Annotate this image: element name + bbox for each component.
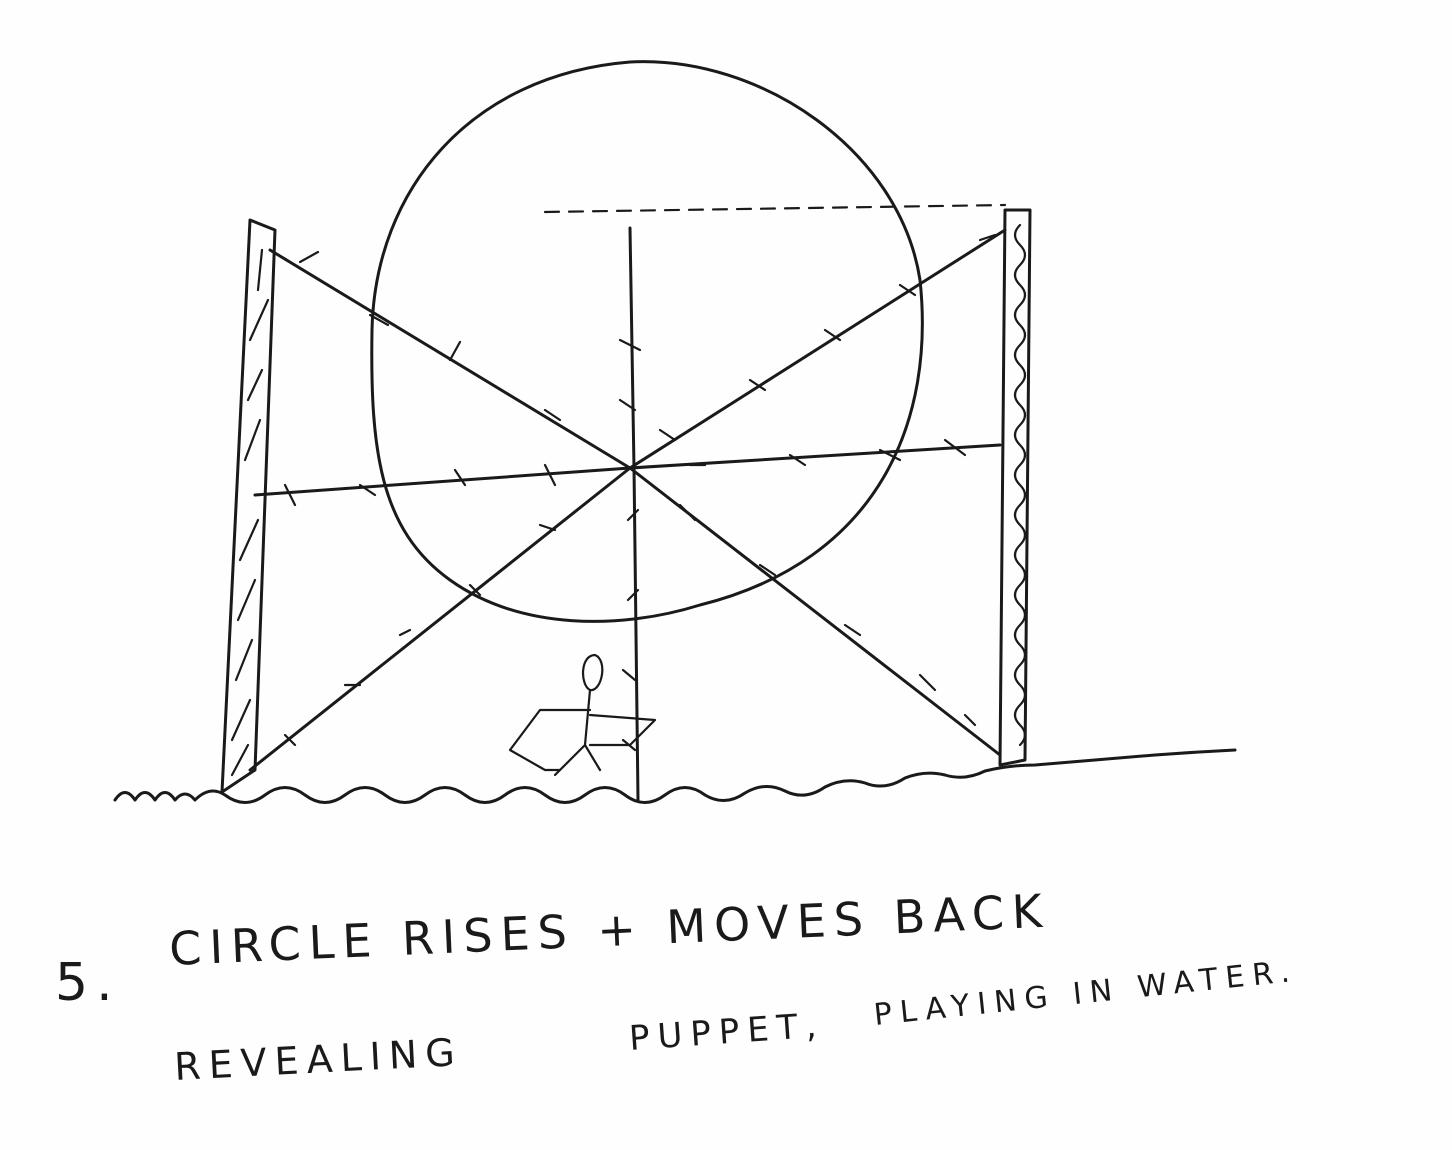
caption-puppet: PUPPET, [628,1005,826,1059]
right-pole [998,208,1032,767]
left-pole-hatching [230,248,270,777]
caption-revealing: REVEALING [173,1030,464,1089]
diagonal-rope-up [248,228,1007,772]
dashed-top-line [543,203,1007,214]
puppet-figure [508,653,657,777]
caption-playing-in-water: PLAYING IN WATER. [872,954,1299,1033]
right-pole-waves [1013,223,1027,747]
rope-tick-marks [283,233,997,752]
caption-line-1: CIRCLE RISES + MOVES BACK [168,884,1051,976]
left-pole [220,218,277,794]
water-waves [113,748,1237,804]
horizontal-rope [253,443,1002,497]
circle-shape [370,60,924,623]
step-number: 5. [55,953,121,1013]
vertical-rope [628,226,640,802]
